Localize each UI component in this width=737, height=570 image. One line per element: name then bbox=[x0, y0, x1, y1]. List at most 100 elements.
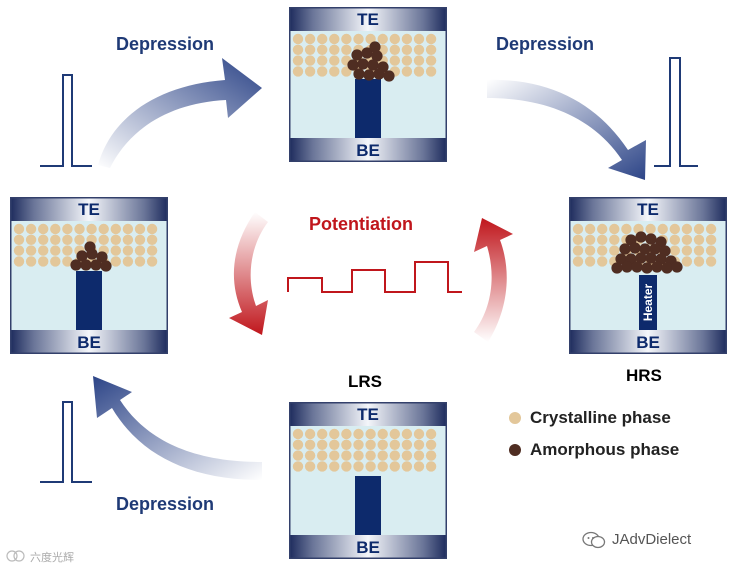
legend-amorphous-label: Amorphous phase bbox=[530, 440, 680, 459]
crystalline-grain bbox=[341, 461, 352, 472]
crystalline-grain bbox=[425, 461, 437, 472]
crystalline-grain bbox=[292, 66, 304, 77]
crystalline-grain bbox=[74, 223, 85, 235]
crystalline-grain bbox=[365, 461, 376, 472]
amorphous-grain bbox=[351, 49, 363, 61]
top-electrode bbox=[289, 7, 447, 31]
crystalline-grain bbox=[353, 428, 364, 440]
crystalline-grain bbox=[425, 33, 437, 45]
crystalline-grain bbox=[401, 428, 413, 440]
crystalline-grain bbox=[657, 223, 668, 235]
crystalline-grain bbox=[304, 44, 316, 55]
crystalline-grain bbox=[597, 245, 608, 256]
crystalline-grain bbox=[401, 44, 413, 55]
te-label: TE bbox=[357, 405, 379, 424]
crystalline-grain bbox=[572, 223, 584, 235]
crystalline-grain bbox=[329, 450, 340, 461]
crystalline-grain bbox=[134, 245, 146, 256]
crystalline-grain bbox=[413, 428, 425, 440]
crystalline-grain bbox=[693, 245, 705, 256]
depression-label-top-left: Depression bbox=[116, 34, 215, 54]
crystalline-grain bbox=[365, 450, 376, 461]
amorphous-grain bbox=[369, 41, 381, 53]
crystalline-grain bbox=[50, 256, 61, 267]
crystalline-grain bbox=[62, 256, 73, 267]
be-label: BE bbox=[636, 333, 660, 352]
crystalline-grain bbox=[705, 256, 717, 267]
amorphous-grain bbox=[363, 69, 375, 81]
crystalline-grain bbox=[62, 234, 73, 245]
depression-pulse-top-right bbox=[654, 57, 698, 167]
crystalline-grain bbox=[134, 234, 146, 245]
crystalline-grain bbox=[13, 223, 25, 235]
be-label: BE bbox=[356, 538, 380, 557]
crystalline-grain bbox=[146, 245, 158, 256]
device-cell-lrs: TE BE bbox=[289, 402, 447, 559]
potentiation-arrow-left bbox=[229, 212, 268, 335]
crystalline-grain bbox=[25, 234, 37, 245]
crystalline-grain bbox=[621, 223, 632, 235]
crystalline-grain bbox=[401, 461, 413, 472]
crystalline-grain bbox=[425, 44, 437, 55]
crystalline-grain bbox=[705, 223, 717, 235]
amorphous-grain bbox=[615, 253, 627, 265]
crystalline-grain bbox=[389, 461, 400, 472]
crystalline-grain bbox=[304, 439, 316, 450]
crystalline-grain bbox=[572, 234, 584, 245]
cell-frame bbox=[289, 402, 447, 559]
crystalline-grain bbox=[425, 66, 437, 77]
amorphous-grain bbox=[641, 262, 653, 274]
crystalline-grain bbox=[317, 461, 328, 472]
depression-pulse-bottom-left bbox=[40, 401, 92, 483]
amorphous-grain bbox=[635, 231, 647, 243]
depression-label-top-right: Depression bbox=[496, 34, 595, 54]
crystalline-grain bbox=[341, 439, 352, 450]
crystalline-grain bbox=[304, 450, 316, 461]
crystalline-grain bbox=[609, 234, 620, 245]
potentiation-pulse-train bbox=[287, 261, 462, 293]
amorphous-grain bbox=[611, 262, 623, 274]
depression-label-bottom-left: Depression bbox=[116, 494, 215, 514]
crystalline-grain bbox=[38, 256, 49, 267]
crystalline-grain bbox=[304, 461, 316, 472]
crystalline-grain bbox=[425, 450, 437, 461]
top-electrode bbox=[10, 197, 168, 221]
crystalline-grain bbox=[377, 439, 388, 450]
cell-frame bbox=[569, 197, 727, 354]
crystalline-grain bbox=[413, 55, 425, 66]
crystalline-grain bbox=[597, 234, 608, 245]
amorphous-grain bbox=[383, 70, 395, 82]
watermark-corner-text: 六度光辉 bbox=[30, 552, 74, 564]
legend: Crystalline phase Amorphous phase bbox=[508, 402, 728, 472]
crystalline-grain bbox=[122, 234, 134, 245]
crystalline-grain bbox=[329, 55, 340, 66]
crystalline-grain bbox=[292, 33, 304, 45]
crystalline-grain bbox=[584, 245, 596, 256]
hrs-label: HRS bbox=[626, 366, 662, 385]
crystalline-grain bbox=[389, 450, 400, 461]
crystalline-grain bbox=[413, 66, 425, 77]
heater bbox=[639, 275, 657, 330]
crystalline-grain bbox=[681, 256, 693, 267]
crystalline-grain bbox=[669, 223, 680, 235]
crystalline-grain bbox=[597, 256, 608, 267]
crystalline-grain bbox=[341, 33, 352, 45]
watermark-channel-name: JAdvDielect bbox=[612, 531, 692, 548]
crystalline-grain bbox=[25, 223, 37, 235]
bottom-electrode bbox=[569, 330, 727, 354]
crystalline-grain bbox=[146, 223, 158, 235]
crystalline-grain bbox=[572, 245, 584, 256]
depression-arrow-top-left bbox=[98, 58, 262, 168]
amorphous-grain bbox=[100, 260, 112, 272]
crystalline-grain bbox=[329, 428, 340, 440]
cell-frame bbox=[289, 7, 447, 162]
crystalline-grain bbox=[389, 55, 400, 66]
crystalline-grain bbox=[317, 439, 328, 450]
crystalline-grain bbox=[413, 33, 425, 45]
bottom-electrode bbox=[289, 535, 447, 559]
amorphous-grain bbox=[671, 261, 683, 273]
crystalline-grain bbox=[401, 55, 413, 66]
crystalline-grain bbox=[413, 44, 425, 55]
crystalline-grain bbox=[413, 450, 425, 461]
